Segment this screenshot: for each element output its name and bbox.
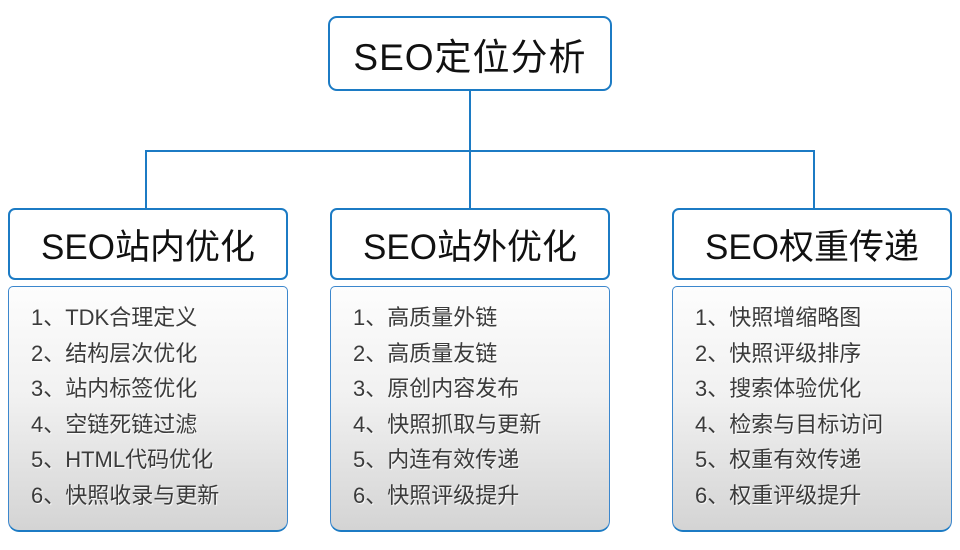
branch-onsite-optimization: SEO站内优化 1、TDK合理定义 2、结构层次优化 3、站内标签优化 4、空链…: [8, 208, 288, 532]
list-item: 4、空链死链过滤: [31, 411, 198, 437]
list-item: 2、结构层次优化: [31, 340, 198, 366]
list-item: 5、内连有效传递: [353, 447, 520, 472]
branch-header-onsite: SEO站内优化: [8, 208, 288, 280]
connector-horizontal: [145, 150, 815, 152]
branch-title: SEO站外优化: [363, 227, 577, 267]
branch-list: 1、快照增缩略图 2、快照评级排序 3、搜索体验优化 4、检索与目标访问 5、权…: [695, 300, 941, 513]
root-node: SEO定位分析: [328, 16, 612, 91]
branch-title: SEO权重传递: [705, 227, 919, 267]
branch-offsite-optimization: SEO站外优化 1、高质量外链 2、高质量友链 3、原创内容发布 4、快照抓取与…: [330, 208, 610, 532]
branch-body-onsite: 1、TDK合理定义 2、结构层次优化 3、站内标签优化 4、空链死链过滤 5、H…: [8, 286, 288, 532]
list-item: 6、快照收录与更新: [31, 482, 220, 508]
branch-weight-transfer: SEO权重传递 1、快照增缩略图 2、快照评级排序 3、搜索体验优化 4、检索与…: [672, 208, 952, 532]
list-item: 3、原创内容发布: [353, 376, 520, 401]
list-item: 6、权重评级提升: [695, 482, 862, 508]
list-item: 5、HTML代码优化: [31, 447, 214, 472]
list-item: 3、搜索体验优化: [695, 376, 862, 401]
list-item: 2、高质量友链: [353, 340, 498, 366]
connector-center-vertical: [469, 89, 471, 208]
branch-header-weight: SEO权重传递: [672, 208, 952, 280]
list-item: 4、快照抓取与更新: [353, 411, 542, 437]
branch-body-weight: 1、快照增缩略图 2、快照评级排序 3、搜索体验优化 4、检索与目标访问 5、权…: [672, 286, 952, 532]
branch-title: SEO站内优化: [41, 227, 255, 267]
list-item: 3、站内标签优化: [31, 376, 198, 401]
list-item: 1、高质量外链: [353, 305, 498, 330]
list-item: 4、检索与目标访问: [695, 411, 884, 437]
branch-list: 1、TDK合理定义 2、结构层次优化 3、站内标签优化 4、空链死链过滤 5、H…: [31, 300, 277, 513]
connector-right-vertical: [813, 150, 815, 208]
list-item: 6、快照评级提升: [353, 482, 520, 508]
root-node-label: SEO定位分析: [353, 36, 587, 78]
list-item: 5、权重有效传递: [695, 447, 862, 472]
branch-body-offsite: 1、高质量外链 2、高质量友链 3、原创内容发布 4、快照抓取与更新 5、内连有…: [330, 286, 610, 532]
list-item: 2、快照评级排序: [695, 340, 862, 366]
branch-header-offsite: SEO站外优化: [330, 208, 610, 280]
connector-left-vertical: [145, 150, 147, 208]
list-item: 1、TDK合理定义: [31, 305, 198, 330]
branch-list: 1、高质量外链 2、高质量友链 3、原创内容发布 4、快照抓取与更新 5、内连有…: [353, 300, 599, 513]
list-item: 1、快照增缩略图: [695, 305, 862, 330]
